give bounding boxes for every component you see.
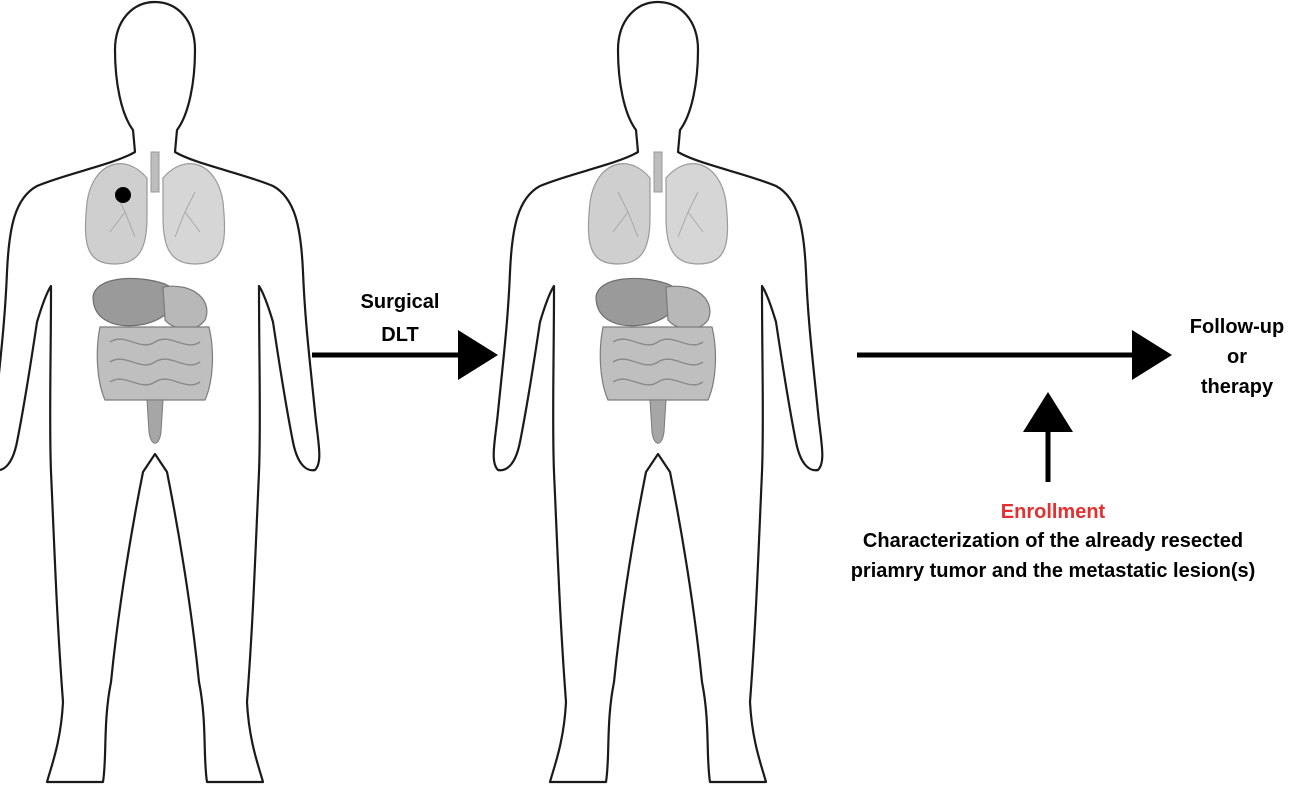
tumor-dot-icon [115,187,131,203]
step1-label-line2: DLT [381,324,418,346]
outcome-label-line2: or [1227,346,1247,368]
enrollment-title: Enrollment [1001,501,1106,523]
organs-icon [588,152,727,443]
patient-before-figure [0,2,319,782]
patient-after-figure [494,2,823,782]
enrollment-line2: priamry tumor and the metastatic lesion(… [851,560,1256,582]
organs-icon [85,152,224,443]
outcome-label-line3: therapy [1201,376,1274,398]
enrollment-line1: Characterization of the already resected [863,530,1243,552]
outcome-label-line1: Follow-up [1190,316,1284,338]
step1-label-line1: Surgical [361,291,440,313]
